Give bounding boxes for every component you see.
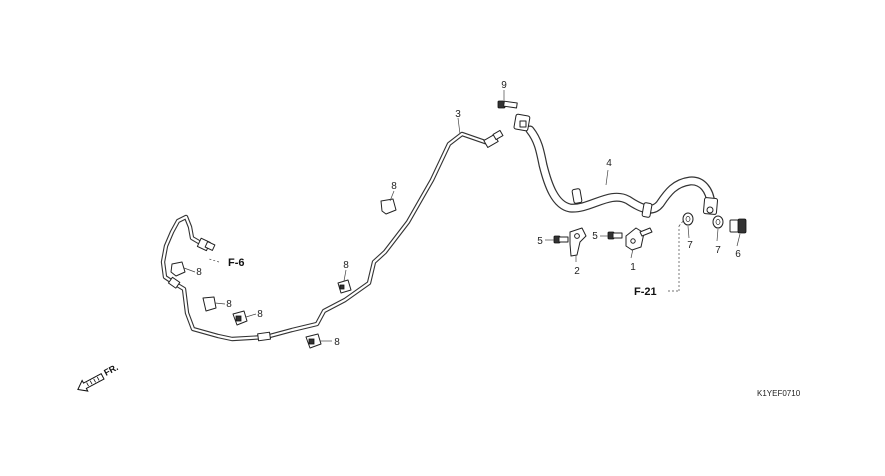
callout-8-e: 8: [257, 309, 263, 320]
callout-7-left: 7: [687, 240, 693, 251]
pipe-clip-8-c: [170, 261, 186, 277]
diagram-code: K1YEF0710: [757, 389, 801, 398]
callout-8-d: 8: [226, 299, 232, 310]
washer-7-left: [682, 212, 694, 226]
brake-pipe-3: [160, 129, 504, 342]
callout-8-c: 8: [196, 267, 202, 278]
pipe-clip-8-b: [337, 279, 352, 294]
front-arrow-icon: [77, 373, 105, 392]
callout-8-f: 8: [334, 337, 340, 348]
callout-4: 4: [606, 158, 612, 169]
bolt-5-left: [553, 235, 569, 244]
oil-bolt-6: [729, 218, 747, 234]
bolt-9: [497, 100, 518, 109]
ref-f6[interactable]: F-6: [228, 257, 245, 269]
callout-8-b: 8: [343, 260, 349, 271]
clamp-stay-2: [569, 227, 587, 257]
callout-5-left: 5: [537, 236, 543, 247]
clamp-1: [625, 227, 653, 251]
bolt-5-right: [607, 231, 623, 240]
pipe-clip-8-f: [305, 333, 322, 349]
pipe-clip-8-e: [232, 310, 248, 326]
callout-5-right: 5: [592, 231, 598, 242]
callout-8-a: 8: [391, 181, 397, 192]
callout-1: 1: [630, 262, 636, 273]
callout-3: 3: [455, 109, 461, 120]
ref-f21[interactable]: F-21: [634, 286, 657, 298]
callout-2: 2: [574, 266, 580, 277]
pipe-clip-8-a: [380, 198, 397, 215]
callout-6: 6: [735, 249, 741, 260]
callout-7-right: 7: [715, 245, 721, 256]
pipe-clip-8-d: [202, 296, 217, 312]
callout-9: 9: [501, 80, 507, 91]
washer-7-right: [712, 215, 724, 229]
front-direction-label: FR.: [102, 362, 119, 378]
leader-lines: [183, 90, 741, 342]
brake-hose-4: [513, 113, 719, 218]
